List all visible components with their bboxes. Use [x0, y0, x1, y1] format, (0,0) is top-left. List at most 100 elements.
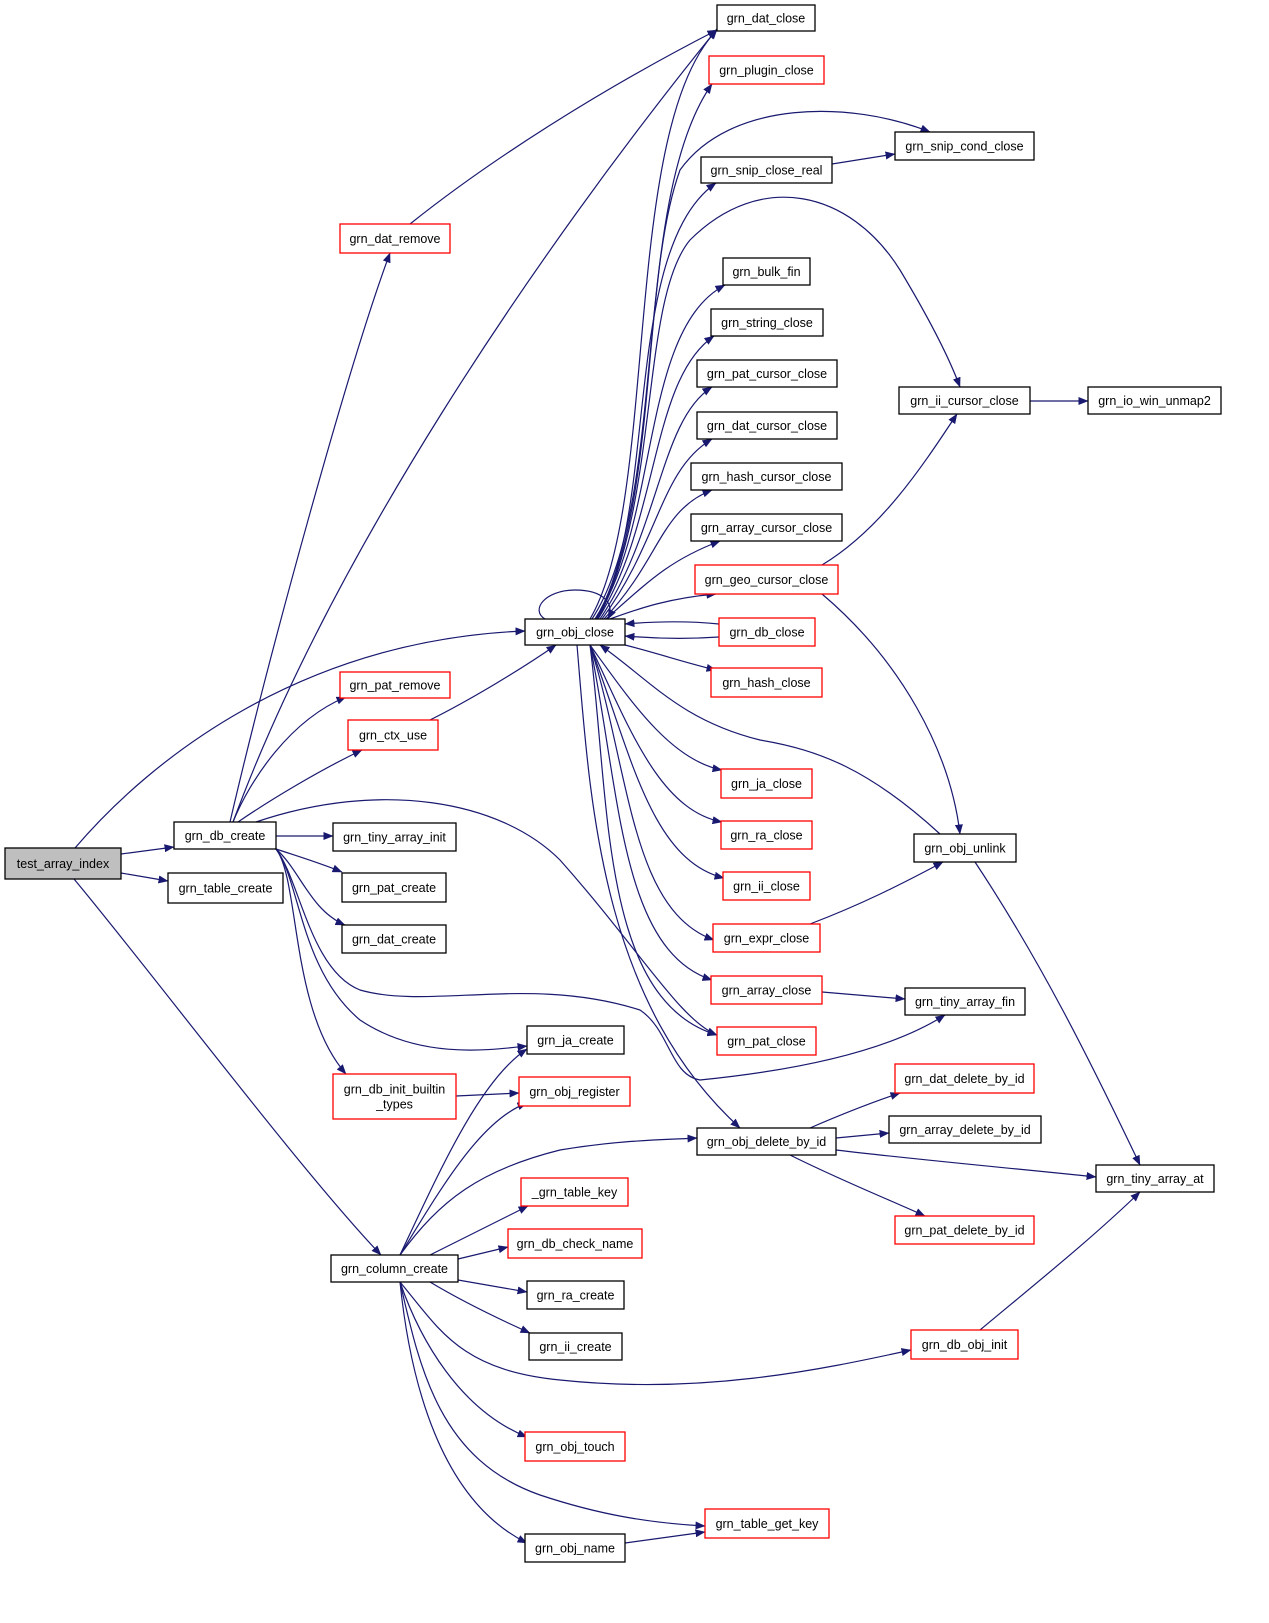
node-grn_tiny_array_init[interactable]: grn_tiny_array_init — [332, 822, 457, 852]
node-grn_table_get_key[interactable]: grn_table_get_key — [704, 1508, 830, 1539]
edge-grn_column_create-to-grn_db_check_name — [457, 1245, 509, 1260]
edge-grn_obj_close-to-grn_pat_cursor_close — [599, 386, 713, 620]
node-grn_db_create[interactable]: grn_db_create — [173, 821, 277, 850]
edge-path — [232, 28, 718, 823]
edge-grn_obj_close-to-grn_hash_close — [624, 644, 717, 672]
node-grn_obj_touch[interactable]: grn_obj_touch — [524, 1431, 626, 1462]
edge-path — [835, 1129, 890, 1139]
edge-path — [589, 644, 715, 941]
node-grn_ra_close[interactable]: grn_ra_close — [720, 820, 813, 850]
node-grn_ctx_use[interactable]: grn_ctx_use — [347, 719, 439, 751]
node-grn_array_cursor_close[interactable]: grn_array_cursor_close — [690, 513, 843, 542]
edge-path — [429, 1281, 531, 1334]
node-grn_ii_create[interactable]: grn_ii_create — [528, 1332, 623, 1361]
node-test_array_index[interactable]: test_array_index — [4, 847, 122, 880]
node-grn_geo_cursor_close[interactable]: grn_geo_cursor_close — [694, 564, 839, 595]
node-grn_plugin_close[interactable]: grn_plugin_close — [708, 55, 825, 85]
node-grn_db_close[interactable]: grn_db_close — [718, 617, 816, 647]
node-grn_table_create[interactable]: grn_table_create — [167, 872, 284, 904]
node-box — [518, 1076, 631, 1107]
node-grn_snip_close_real[interactable]: grn_snip_close_real — [700, 156, 833, 184]
node-label: grn_dat_create — [352, 933, 436, 947]
edge-grn_column_create-to-grn_db_obj_init — [399, 1281, 912, 1386]
node-_grn_table_key[interactable]: _grn_table_key — [520, 1177, 629, 1207]
edge-grn_obj_delete_by_id-to-grn_tiny_array_at — [835, 1149, 1097, 1180]
node-grn_obj_delete_by_id[interactable]: grn_obj_delete_by_id — [696, 1127, 837, 1156]
node-grn_dat_close[interactable]: grn_dat_close — [716, 4, 816, 32]
node-grn_obj_name[interactable]: grn_obj_name — [524, 1533, 626, 1563]
edge-grn_obj_close-to-grn_dat_close — [589, 29, 718, 620]
node-grn_pat_delete_by_id[interactable]: grn_pat_delete_by_id — [894, 1215, 1035, 1245]
node-label: grn_ra_create — [537, 1289, 615, 1303]
node-grn_ii_cursor_close[interactable]: grn_ii_cursor_close — [898, 386, 1031, 415]
edge-path — [597, 196, 961, 620]
node-grn_array_delete_by_id[interactable]: grn_array_delete_by_id — [888, 1115, 1042, 1144]
node-label: grn_table_create — [179, 882, 273, 896]
edge-grn_obj_close-to-grn_ii_close — [589, 644, 725, 880]
node-grn_ja_close[interactable]: grn_ja_close — [720, 768, 813, 799]
edge-path — [399, 1281, 912, 1386]
node-label: test_array_index — [17, 857, 110, 871]
node-grn_expr_close[interactable]: grn_expr_close — [712, 923, 821, 953]
node-label: grn_ctx_use — [359, 729, 427, 743]
node-label: grn_ii_cursor_close — [910, 394, 1018, 408]
node-grn_string_close[interactable]: grn_string_close — [710, 308, 824, 337]
node-grn_obj_unlink[interactable]: grn_obj_unlink — [913, 833, 1017, 863]
node-box — [339, 671, 451, 699]
node-grn_pat_remove[interactable]: grn_pat_remove — [339, 671, 451, 699]
node-grn_dat_remove[interactable]: grn_dat_remove — [339, 223, 451, 254]
node-grn_ja_create[interactable]: grn_ja_create — [526, 1025, 625, 1055]
node-grn_db_check_name[interactable]: grn_db_check_name — [507, 1228, 643, 1259]
node-box — [696, 1127, 837, 1156]
node-label: grn_table_get_key — [716, 1517, 820, 1531]
edge-test_array_index-to-grn_column_create — [73, 878, 382, 1256]
edge-grn_geo_cursor_close-to-grn_ii_cursor_close — [821, 413, 958, 566]
node-grn_io_win_unmap2[interactable]: grn_io_win_unmap2 — [1087, 386, 1222, 415]
node-grn_ii_close[interactable]: grn_ii_close — [722, 871, 811, 901]
node-box — [520, 1177, 629, 1207]
node-grn_db_obj_init[interactable]: grn_db_obj_init — [910, 1329, 1019, 1360]
node-grn_tiny_array_fin[interactable]: grn_tiny_array_fin — [904, 987, 1026, 1016]
node-grn_hash_cursor_close[interactable]: grn_hash_cursor_close — [690, 462, 843, 491]
edge-grn_obj_close-to-grn_expr_close — [589, 644, 715, 941]
node-grn_pat_close[interactable]: grn_pat_close — [716, 1026, 817, 1056]
edge-path — [624, 632, 720, 641]
edge-grn_ctx_use-to-grn_obj_close — [429, 644, 557, 721]
edge-test_array_index-to-grn_table_create — [120, 872, 169, 884]
node-box — [722, 257, 811, 286]
node-grn_pat_create[interactable]: grn_pat_create — [341, 872, 447, 903]
node-grn_tiny_array_at[interactable]: grn_tiny_array_at — [1095, 1164, 1215, 1193]
node-box — [894, 131, 1035, 161]
node-label: grn_obj_unlink — [924, 842, 1006, 856]
node-box — [167, 872, 284, 904]
node-grn_dat_create[interactable]: grn_dat_create — [341, 924, 447, 954]
node-box — [710, 308, 824, 337]
edge-path — [974, 861, 1141, 1166]
node-label: grn_string_close — [721, 316, 813, 330]
node-box — [528, 1332, 623, 1361]
node-grn_snip_cond_close[interactable]: grn_snip_cond_close — [894, 131, 1035, 161]
node-grn_dat_delete_by_id[interactable]: grn_dat_delete_by_id — [894, 1063, 1035, 1094]
edge-path — [237, 749, 363, 823]
edge-path — [589, 644, 718, 1037]
node-grn_bulk_fin[interactable]: grn_bulk_fin — [722, 257, 811, 286]
edge-path — [429, 644, 557, 721]
node-box — [894, 1215, 1035, 1245]
edge-grn_obj_unlink-to-grn_obj_close — [599, 644, 941, 835]
node-grn_dat_cursor_close[interactable]: grn_dat_cursor_close — [696, 411, 838, 440]
node-grn_obj_close[interactable]: grn_obj_close — [524, 618, 626, 646]
edge-grn_db_create-to-grn_pat_close — [255, 799, 718, 1036]
node-label: grn_pat_delete_by_id — [904, 1224, 1024, 1238]
edge-path — [809, 1092, 901, 1129]
node-grn_pat_cursor_close[interactable]: grn_pat_cursor_close — [696, 359, 838, 388]
node-grn_obj_register[interactable]: grn_obj_register — [518, 1076, 631, 1107]
edge-path — [809, 861, 944, 925]
node-grn_hash_close[interactable]: grn_hash_close — [710, 667, 823, 698]
node-grn_db_init_builtin_types[interactable]: grn_db_init_builtin_types — [332, 1073, 457, 1120]
node-grn_array_close[interactable]: grn_array_close — [710, 975, 823, 1005]
edge-path — [831, 151, 896, 165]
node-grn_column_create[interactable]: grn_column_create — [330, 1254, 459, 1283]
node-grn_ra_create[interactable]: grn_ra_create — [526, 1280, 625, 1310]
edge-grn_column_create-to-grn_ra_create — [457, 1279, 528, 1295]
node-label: grn_db_obj_init — [922, 1338, 1008, 1352]
